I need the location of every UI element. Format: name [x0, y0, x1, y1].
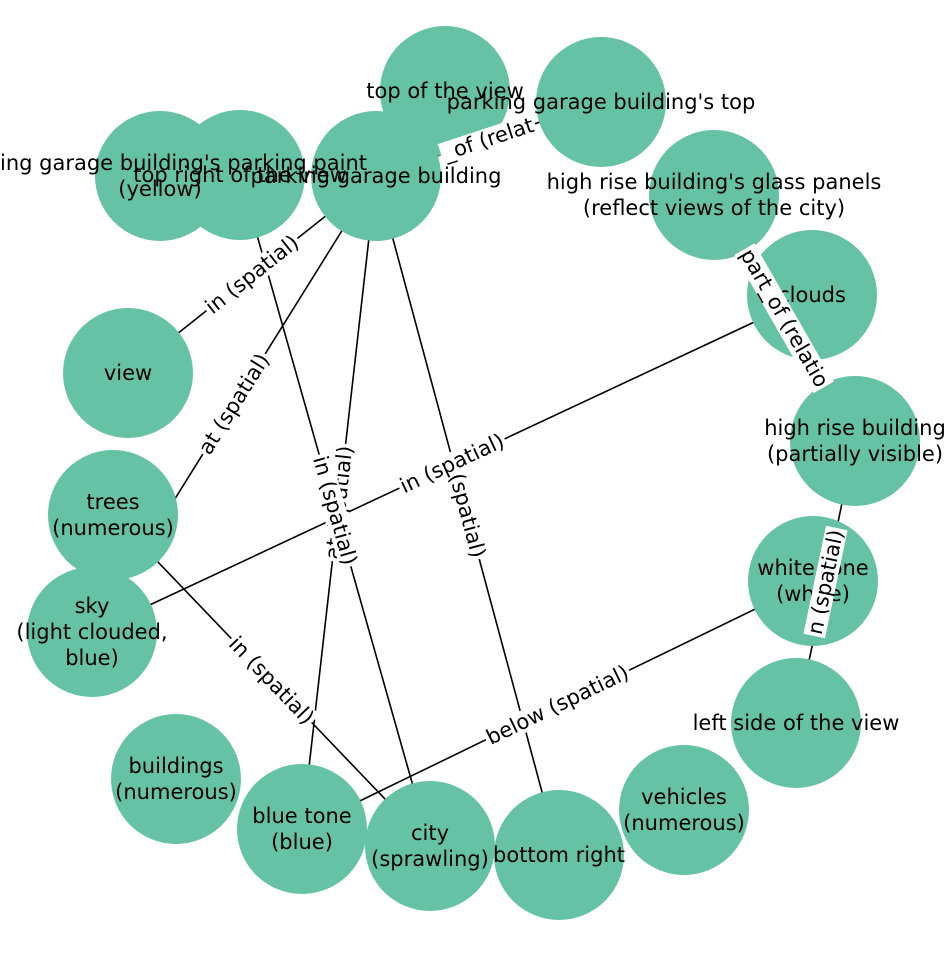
node-label-line: (reflect views of the city): [583, 196, 845, 220]
edge-label-group: at (spatial): [193, 348, 275, 460]
node-bottom_right: [494, 790, 624, 920]
node-label-line: view: [104, 361, 152, 385]
edge-label: in (spatial): [201, 230, 304, 319]
node-left_side: [731, 658, 861, 788]
node-label-line: high rise building's glass panels: [547, 170, 882, 194]
node-label-buildings: buildings(numerous): [115, 754, 237, 804]
node-label-line: parking garage building's parking paint: [0, 151, 367, 175]
edge-label-background: [445, 469, 490, 562]
edge-label-background: [803, 525, 848, 639]
node-garage_top: [536, 37, 666, 167]
node-label-line: clouds: [778, 283, 846, 307]
node-label-city: city(sprawling): [371, 821, 489, 871]
node-label-left_side: left side of the view: [693, 711, 900, 735]
node-label-line: (partially visible): [767, 442, 943, 466]
node-trees: [48, 450, 178, 580]
node-label-trees: trees(numerous): [52, 490, 174, 540]
edge-label-background: [481, 660, 634, 750]
edge-label-group: in (spatial): [223, 630, 320, 731]
node-label-line: blue): [65, 646, 119, 670]
edge-label: below (spatial): [482, 660, 632, 749]
node-label-line: (numerous): [623, 811, 745, 835]
node-label-blue_tone: blue tone(blue): [252, 804, 351, 854]
node-vehicles: [619, 745, 749, 875]
node-sky: [27, 567, 157, 697]
node-garage: [311, 111, 441, 241]
node-glass: [649, 130, 779, 260]
node-label-line: (yellow): [118, 177, 201, 201]
edge-label-background: [193, 348, 275, 460]
edge-label-group: in (spatial): [199, 229, 305, 320]
node-label-line: blue tone: [252, 804, 351, 828]
edge-label-background: [394, 428, 510, 499]
node-label-highrise: high rise building(partially visible): [764, 416, 946, 466]
node-label-glass: high rise building's glass panels(reflec…: [547, 170, 882, 220]
edge-label: at (spatial): [194, 349, 275, 459]
edge-label: in (spatial): [224, 632, 319, 730]
node-label-top_right: top right of the view: [133, 163, 347, 187]
node-label-line: (light clouded,: [16, 620, 167, 644]
node-label-line: trees: [86, 490, 139, 514]
node-label-line: city: [411, 821, 449, 845]
node-label-line: (numerous): [52, 516, 174, 540]
edge-label-group: below (spatial): [481, 660, 634, 750]
node-label-line: parking garage building's top: [447, 90, 756, 114]
node-label-top_of_view: top of the view: [366, 79, 524, 103]
node-label-view: view: [104, 361, 152, 385]
node-label-line: high rise building: [764, 416, 946, 440]
node-label-line: sky: [75, 594, 110, 618]
node-label-line: (blue): [271, 830, 333, 854]
edge-label-group: (spatial): [445, 469, 491, 562]
edge-label-background: [437, 113, 539, 166]
node-label-sky: sky(light clouded,blue): [16, 594, 167, 670]
node-label-garage_top: parking garage building's top: [447, 90, 756, 114]
node-white_tone: [748, 516, 878, 646]
node-highrise: [790, 376, 920, 506]
edge-label-background: [199, 229, 305, 320]
node-label-line: top right of the view: [133, 163, 347, 187]
node-label-line: top of the view: [366, 79, 524, 103]
node-view: [63, 308, 193, 438]
node-label-garage: parking garage building: [251, 164, 502, 188]
node-label-paint: parking garage building's parking paint(…: [0, 151, 367, 201]
edge-label-background: [308, 451, 362, 570]
node-city: [365, 781, 495, 911]
node-label-clouds: clouds: [778, 283, 846, 307]
node-label-line: buildings: [128, 754, 223, 778]
node-label-line: left side of the view: [693, 711, 900, 735]
node-label-line: (sprawling): [371, 847, 489, 871]
node-label-bottom_right: bottom right: [493, 843, 625, 867]
node-label-vehicles: vehicles(numerous): [623, 785, 745, 835]
node-blue_tone: [237, 764, 367, 894]
node-top_right: [175, 110, 305, 240]
node-label-line: parking garage building: [251, 164, 502, 188]
edge-label-background: [734, 243, 834, 394]
node-label-line: white tone: [757, 556, 868, 580]
node-label-line: vehicles: [641, 785, 727, 809]
node-label-white_tone: white tone(white): [757, 556, 868, 606]
node-label-line: bottom right: [493, 843, 625, 867]
edge-label: (spatial): [445, 471, 491, 561]
node-buildings: [111, 714, 241, 844]
node-label-line: (numerous): [115, 780, 237, 804]
edge-label-background: [223, 630, 320, 731]
